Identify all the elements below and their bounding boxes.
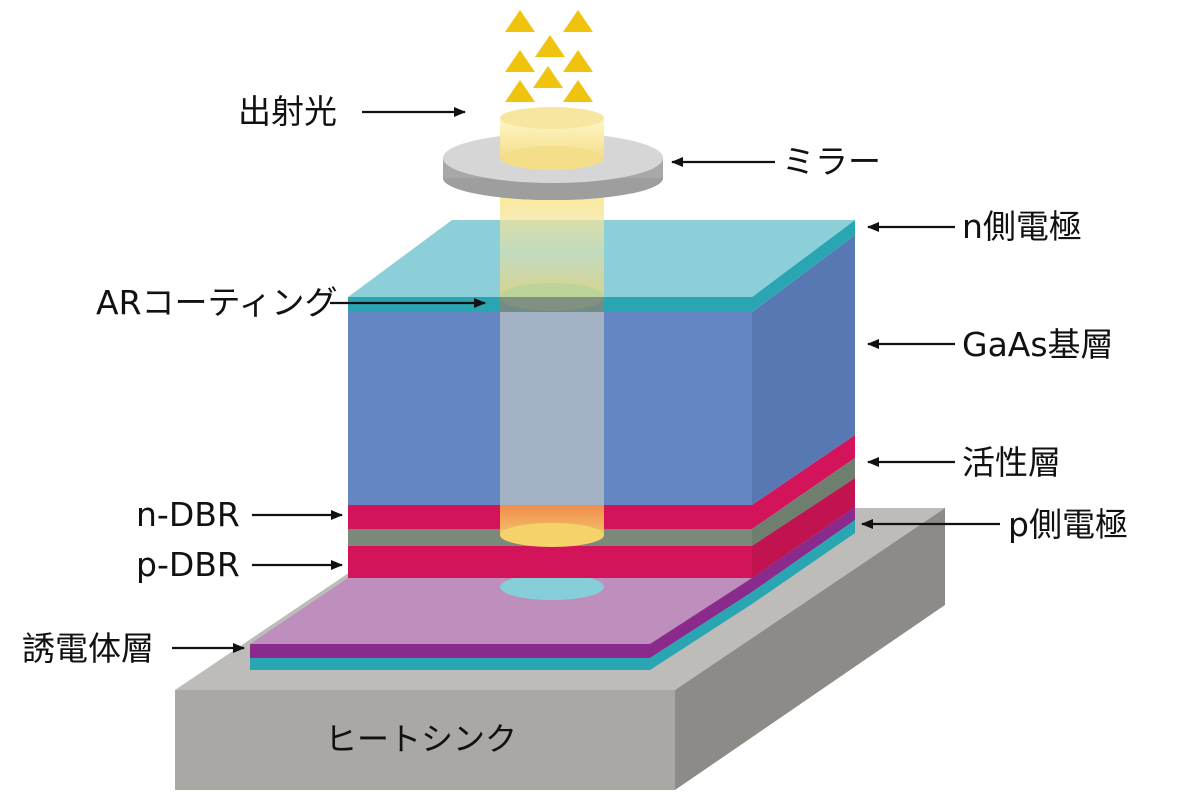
dielectric-aperture bbox=[500, 574, 604, 600]
label-mirror: ミラー bbox=[782, 142, 881, 181]
beam-cap-bottom bbox=[500, 146, 604, 170]
label-p-electrode: p側電極 bbox=[1008, 505, 1128, 544]
p-dbr-front bbox=[348, 546, 752, 578]
light-triangle bbox=[535, 35, 565, 57]
light-triangle bbox=[563, 50, 593, 72]
n-electrode-side bbox=[752, 220, 855, 312]
beam-cap bbox=[500, 107, 604, 170]
p-electrode-bottom-strip bbox=[250, 658, 650, 670]
dielectric-stack bbox=[250, 507, 855, 670]
label-ar-coating: ARコーティング bbox=[96, 283, 338, 322]
light-triangle bbox=[505, 50, 535, 72]
p-electrode-side-strip bbox=[650, 520, 855, 670]
light-triangle bbox=[533, 66, 563, 88]
p-dbr-side bbox=[752, 478, 855, 578]
leader-arrows bbox=[172, 107, 1000, 653]
heat-sink-side bbox=[675, 508, 945, 790]
dielectric-layer-top bbox=[250, 578, 752, 644]
active-layer-side bbox=[752, 458, 855, 546]
dielectric-layer-front bbox=[250, 644, 650, 658]
label-heat-sink: ヒートシンク bbox=[325, 720, 518, 758]
emitted-light-triangles bbox=[505, 10, 593, 102]
light-triangle bbox=[563, 80, 593, 102]
label-emitted-light: 出射光 bbox=[238, 92, 337, 131]
label-n-electrode: n側電極 bbox=[962, 207, 1082, 246]
label-dielectric-layer: 誘電体層 bbox=[22, 629, 154, 668]
n-dbr-side bbox=[752, 435, 855, 529]
beam-cap-top bbox=[500, 107, 604, 129]
gaas-substrate-side bbox=[752, 235, 855, 505]
light-beam bbox=[500, 195, 604, 547]
label-gaas-substrate: GaAs基層 bbox=[962, 325, 1114, 364]
label-p-dbr: p-DBR bbox=[136, 545, 240, 584]
label-n-dbr: n-DBR bbox=[136, 495, 240, 534]
beam-lower bbox=[500, 297, 604, 505]
dielectric-layer-side bbox=[650, 507, 855, 658]
beam-bottom bbox=[500, 523, 604, 547]
beam-upper bbox=[500, 195, 604, 300]
heat-sink-front bbox=[175, 690, 675, 790]
light-triangle bbox=[505, 80, 535, 102]
beam-ar-band bbox=[500, 297, 604, 312]
light-triangle bbox=[563, 10, 593, 32]
label-active-layer: 活性層 bbox=[962, 443, 1061, 482]
light-triangle bbox=[505, 10, 535, 32]
